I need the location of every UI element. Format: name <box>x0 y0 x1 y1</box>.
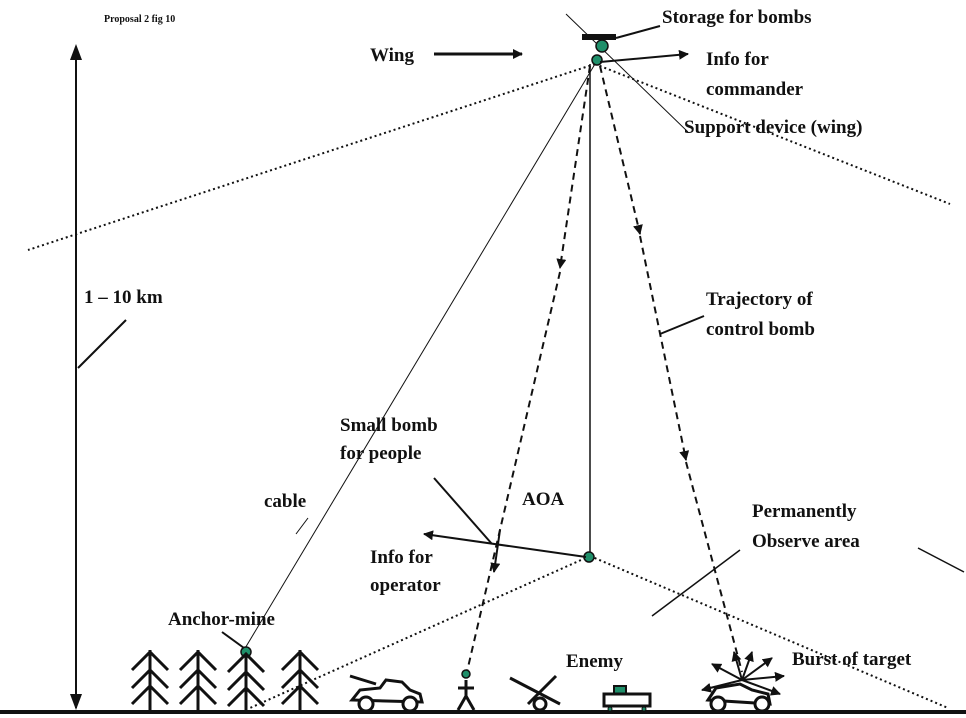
storage-label: Storage for bombs <box>662 7 812 28</box>
perm-observe-leader-1 <box>651 549 741 617</box>
info-operator-label-2: operator <box>370 575 441 596</box>
perm-observe-label-2: Observe area <box>752 531 860 552</box>
cable-line <box>243 63 596 651</box>
small-bomb-arrow-mid <box>490 529 501 573</box>
control-bomb-trajectory-lower <box>685 461 743 673</box>
wing-label: Wing <box>370 45 415 66</box>
small-bomb-trajectory-upper <box>556 65 591 269</box>
info-operator-arrow <box>423 530 587 558</box>
soldier-icon <box>456 669 476 711</box>
info-operator-label-1: Info for <box>370 547 433 568</box>
enemy-label: Enemy <box>566 651 623 672</box>
perm-observe-leader-2 <box>917 547 965 573</box>
car-icon <box>348 674 424 713</box>
tree-icon-4 <box>280 649 320 710</box>
tree-icon-2 <box>178 649 218 710</box>
control-bomb-trajectory-mid <box>639 235 690 461</box>
tank-icon <box>602 685 652 712</box>
aoa-cone-left <box>249 555 591 709</box>
tree-icon-1 <box>130 649 170 710</box>
tree-icon-3 <box>226 651 266 710</box>
wing-cone-left <box>27 63 596 251</box>
aoa-label: AOA <box>522 489 565 510</box>
support-device-label: Support device (wing) <box>684 117 863 138</box>
burst-label: Burst of target <box>792 649 912 670</box>
altitude-arrow-bottom-head <box>70 694 82 710</box>
wing-device-icon <box>591 54 603 66</box>
cable-label: cable <box>264 491 307 512</box>
anchor-mine-label: Anchor-mine <box>168 609 275 630</box>
burst-target-icon <box>705 682 772 713</box>
info-commander-label-1: Info for <box>706 49 769 70</box>
anchor-mine-leader <box>221 631 245 649</box>
storage-box <box>582 34 616 40</box>
storage-leader <box>615 25 661 39</box>
altitude-leader <box>77 319 127 369</box>
altitude-label: 1 – 10 km <box>84 287 163 308</box>
trajectory-leader <box>659 315 705 335</box>
artillery-icon <box>509 674 561 712</box>
info-commander-label-2: commander <box>706 79 804 100</box>
small-bomb-label-1: Small bomb <box>340 415 438 436</box>
trajectory-label-2: control bomb <box>706 319 815 340</box>
trajectory-label-1: Trajectory of <box>706 289 813 310</box>
perm-observe-label-1: Permanently <box>752 501 857 522</box>
storage-device-icon <box>595 39 609 53</box>
figure-tag: Proposal 2 fig 10 <box>104 14 176 25</box>
info-commander-arrow <box>599 49 689 63</box>
wing-cone-right <box>594 63 951 205</box>
burst-arrows <box>701 651 785 696</box>
aoa-cone-right <box>589 555 949 709</box>
support-device-line <box>565 13 689 133</box>
small-bomb-trajectory-lower <box>465 271 561 677</box>
cable-leader <box>295 517 309 535</box>
altitude-arrow-top-head <box>70 44 82 60</box>
control-bomb-trajectory-upper <box>599 65 643 235</box>
small-bomb-label-2: for people <box>340 443 422 464</box>
small-bomb-leader <box>433 477 493 545</box>
